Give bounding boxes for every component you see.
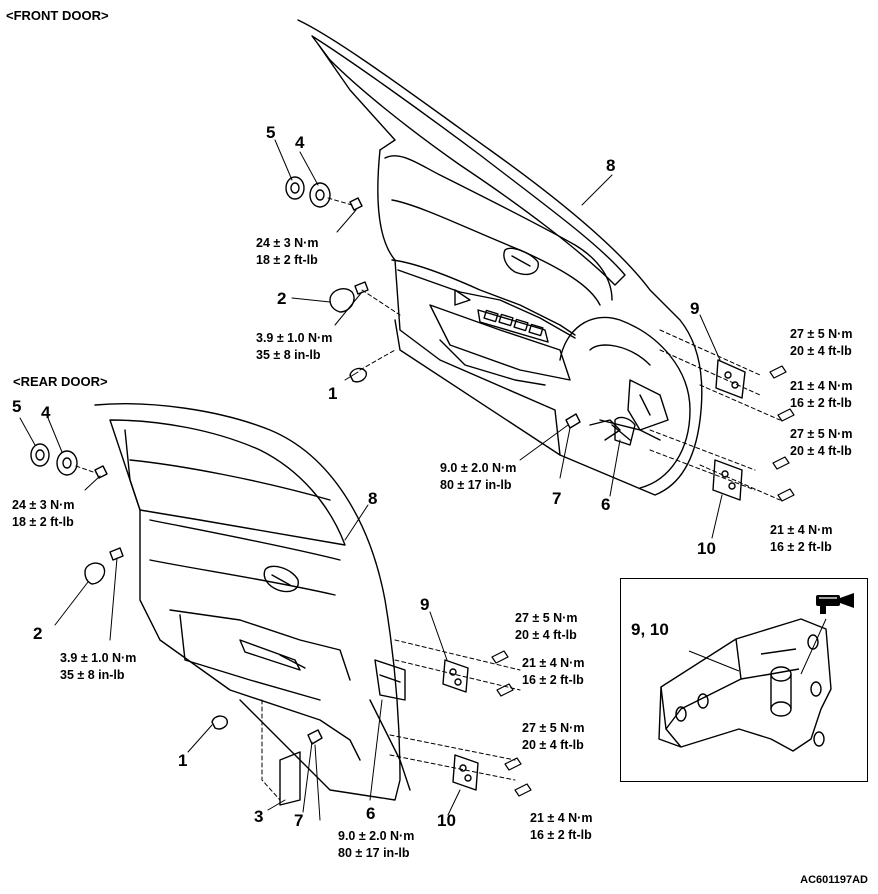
rear-part-8: 8: [368, 489, 378, 508]
rear-part-7: 7: [294, 811, 304, 830]
figure-id: AC601197AD: [800, 874, 868, 886]
rear-hinge-torque-4-ftlb: 16 ± 2 ft-lb: [530, 828, 592, 842]
front-door-shell: [285, 19, 795, 502]
rear-hinge-torque-3-nm: 27 ± 5 N·m: [522, 721, 585, 735]
rear-hinge-torque-3-ftlb: 20 ± 4 ft-lb: [522, 738, 584, 752]
front-hinge-torque-3-nm: 27 ± 5 N·m: [790, 427, 853, 441]
rear-door-shell: [30, 403, 532, 806]
front-hinge-torque-4-nm: 21 ± 4 N·m: [770, 523, 833, 537]
front-hinge-torque-2-nm: 21 ± 4 N·m: [790, 379, 853, 393]
rear-torque-7-nm: 9.0 ± 2.0 N·m: [338, 829, 415, 843]
rear-part-2: 2: [33, 624, 43, 643]
leader-lines: [19, 139, 723, 821]
rear-hinge-torque-4-nm: 21 ± 4 N·m: [530, 811, 593, 825]
rear-torque-part-2: 3.9 ± 1.0 N·m 35 ± 8 in-lb: [60, 650, 136, 684]
rear-hinge-torque-2-ftlb: 16 ± 2 ft-lb: [522, 673, 584, 687]
hinge-detail-inset: 9, 10: [620, 578, 868, 782]
front-part-6: 6: [601, 495, 611, 514]
front-part-10: 10: [697, 539, 716, 558]
rear-torque-45-nm: 24 ± 3 N·m: [12, 498, 75, 512]
rear-hinge-torque-4: 21 ± 4 N·m 16 ± 2 ft-lb: [530, 810, 592, 844]
rear-part-6: 6: [366, 804, 376, 823]
front-hinge-torque-1: 27 ± 5 N·m 20 ± 4 ft-lb: [790, 326, 852, 360]
front-torque-parts-4-5: 24 ± 3 N·m 18 ± 2 ft-lb: [256, 235, 318, 269]
front-part-8: 8: [606, 156, 616, 175]
front-hinge-torque-4: 21 ± 4 N·m 16 ± 2 ft-lb: [770, 522, 832, 556]
front-torque-2-nm: 3.9 ± 1.0 N·m: [256, 331, 333, 345]
rear-hinge-torque-2: 21 ± 4 N·m 16 ± 2 ft-lb: [522, 655, 584, 689]
rear-door-title: <REAR DOOR>: [13, 374, 108, 389]
rear-torque-7-inlb: 80 ± 17 in-lb: [338, 846, 410, 860]
rear-torque-2-inlb: 35 ± 8 in-lb: [60, 668, 125, 682]
front-hinge-torque-2-ftlb: 16 ± 2 ft-lb: [790, 396, 852, 410]
rear-torque-45-ftlb: 18 ± 2 ft-lb: [12, 515, 74, 529]
front-torque-45-nm: 24 ± 3 N·m: [256, 236, 319, 250]
front-part-9: 9: [690, 299, 700, 318]
front-hinge-torque-1-nm: 27 ± 5 N·m: [790, 327, 853, 341]
rear-hinge-torque-3: 27 ± 5 N·m 20 ± 4 ft-lb: [522, 720, 584, 754]
rear-part-9: 9: [420, 595, 430, 614]
rear-part-1: 1: [178, 751, 188, 770]
front-door-title: <FRONT DOOR>: [6, 8, 109, 23]
front-part-1: 1: [328, 384, 338, 403]
front-part-2: 2: [277, 289, 287, 308]
rear-part-4: 4: [41, 403, 51, 422]
front-torque-45-ftlb: 18 ± 2 ft-lb: [256, 253, 318, 267]
front-torque-7-nm: 9.0 ± 2.0 N·m: [440, 461, 517, 475]
rear-torque-part-7: 9.0 ± 2.0 N·m 80 ± 17 in-lb: [338, 828, 414, 862]
rear-part-5: 5: [12, 397, 22, 416]
rear-torque-2-nm: 3.9 ± 1.0 N·m: [60, 651, 137, 665]
front-hinge-torque-3: 27 ± 5 N·m 20 ± 4 ft-lb: [790, 426, 852, 460]
front-part-4: 4: [295, 133, 305, 152]
inset-part-label: 9, 10: [631, 620, 669, 639]
front-part-7: 7: [552, 489, 562, 508]
front-torque-7-inlb: 80 ± 17 in-lb: [440, 478, 512, 492]
rear-hinge-torque-2-nm: 21 ± 4 N·m: [522, 656, 585, 670]
rear-torque-parts-4-5: 24 ± 3 N·m 18 ± 2 ft-lb: [12, 497, 74, 531]
rear-hinge-torque-1: 27 ± 5 N·m 20 ± 4 ft-lb: [515, 610, 577, 644]
front-torque-part-7: 9.0 ± 2.0 N·m 80 ± 17 in-lb: [440, 460, 516, 494]
rear-part-3: 3: [254, 807, 264, 826]
hinge-detail-art: [658, 593, 854, 752]
front-hinge-torque-4-ftlb: 16 ± 2 ft-lb: [770, 540, 832, 554]
rear-part-10: 10: [437, 811, 456, 830]
front-hinge-torque-2: 21 ± 4 N·m 16 ± 2 ft-lb: [790, 378, 852, 412]
rear-hinge-torque-1-nm: 27 ± 5 N·m: [515, 611, 578, 625]
grease-gun-icon: [816, 593, 854, 614]
front-part-5: 5: [266, 123, 276, 142]
front-torque-part-2: 3.9 ± 1.0 N·m 35 ± 8 in-lb: [256, 330, 332, 364]
front-torque-2-inlb: 35 ± 8 in-lb: [256, 348, 321, 362]
front-hinge-torque-3-ftlb: 20 ± 4 ft-lb: [790, 444, 852, 458]
rear-hinge-torque-1-ftlb: 20 ± 4 ft-lb: [515, 628, 577, 642]
front-hinge-torque-1-ftlb: 20 ± 4 ft-lb: [790, 344, 852, 358]
